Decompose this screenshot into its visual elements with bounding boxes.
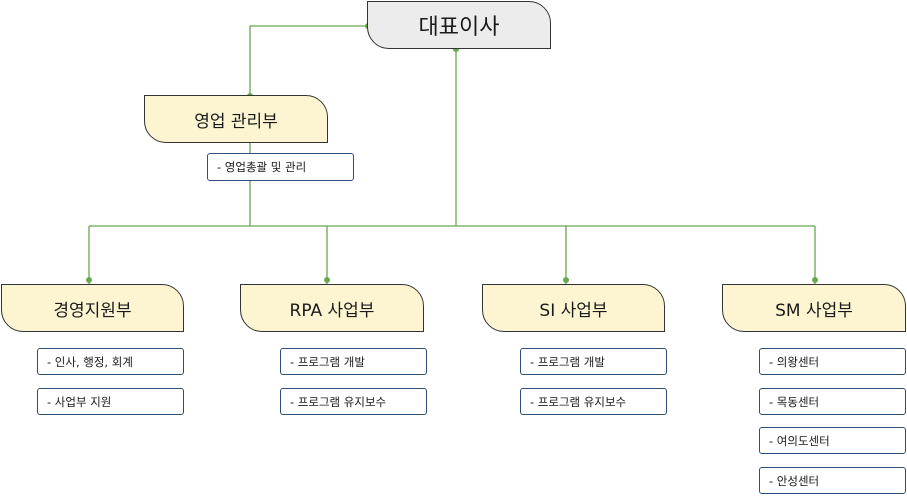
dept-3-duty-2-text: - 프로그램 유지보수 — [530, 394, 627, 409]
dept-sm-label: SM 사업부 — [775, 300, 853, 321]
ceo-label: 대표이사 — [418, 15, 500, 40]
dept-4-duty-2-text: - 목동센터 — [769, 394, 820, 409]
dept-4-duty-1-text: - 의왕센터 — [769, 354, 820, 369]
dept-sm-node: SM 사업부 — [722, 284, 906, 332]
connector-dot-dept-2 — [324, 277, 330, 283]
dept-4-duty-4-text: - 안성센터 — [769, 473, 820, 488]
dept-4-duty-3: - 여의도센터 — [759, 427, 906, 454]
dept-1-duty-1-text: - 인사, 행정, 회계 — [47, 354, 133, 369]
dept-1-duty-2-text: - 사업부 지원 — [47, 394, 112, 409]
ceo-node: 대표이사 — [367, 1, 551, 49]
connector-dot-dept-1 — [86, 277, 92, 283]
sales-duty-1: - 영업총괄 및 관리 — [207, 153, 354, 181]
dept-4-duty-4: - 안성센터 — [759, 467, 906, 494]
dept-2-duty-2: - 프로그램 유지보수 — [280, 388, 427, 415]
dept-2-duty-2-text: - 프로그램 유지보수 — [290, 394, 387, 409]
connector-dot-dept-4 — [812, 277, 818, 283]
dept-management-support-label: 경영지원부 — [53, 300, 132, 321]
dept-rpa-node: RPA 사업부 — [240, 284, 424, 332]
dept-2-duty-1: - 프로그램 개발 — [280, 348, 427, 375]
sales-dept-node: 영업 관리부 — [144, 95, 328, 143]
dept-3-duty-1-text: - 프로그램 개발 — [530, 354, 605, 369]
dept-1-duty-1: - 인사, 행정, 회계 — [37, 348, 184, 375]
sales-duty-1-text: - 영업총괄 및 관리 — [217, 160, 307, 174]
sales-dept-label: 영업 관리부 — [194, 111, 278, 132]
dept-4-duty-2: - 목동센터 — [759, 388, 906, 415]
dept-si-label: SI 사업부 — [539, 300, 608, 321]
dept-management-support-node: 경영지원부 — [1, 284, 184, 332]
dept-4-duty-3-text: - 여의도센터 — [769, 433, 830, 448]
dept-3-duty-2: - 프로그램 유지보수 — [520, 388, 667, 415]
dept-rpa-label: RPA 사업부 — [289, 300, 375, 321]
dept-1-duty-2: - 사업부 지원 — [37, 388, 184, 415]
dept-si-node: SI 사업부 — [482, 284, 665, 332]
connector-ceo-to-sales — [249, 25, 368, 96]
connector-dot-dept-3 — [563, 277, 569, 283]
dept-4-duty-1: - 의왕센터 — [759, 348, 906, 375]
dept-3-duty-1: - 프로그램 개발 — [520, 348, 667, 375]
dept-2-duty-1-text: - 프로그램 개발 — [290, 354, 365, 369]
